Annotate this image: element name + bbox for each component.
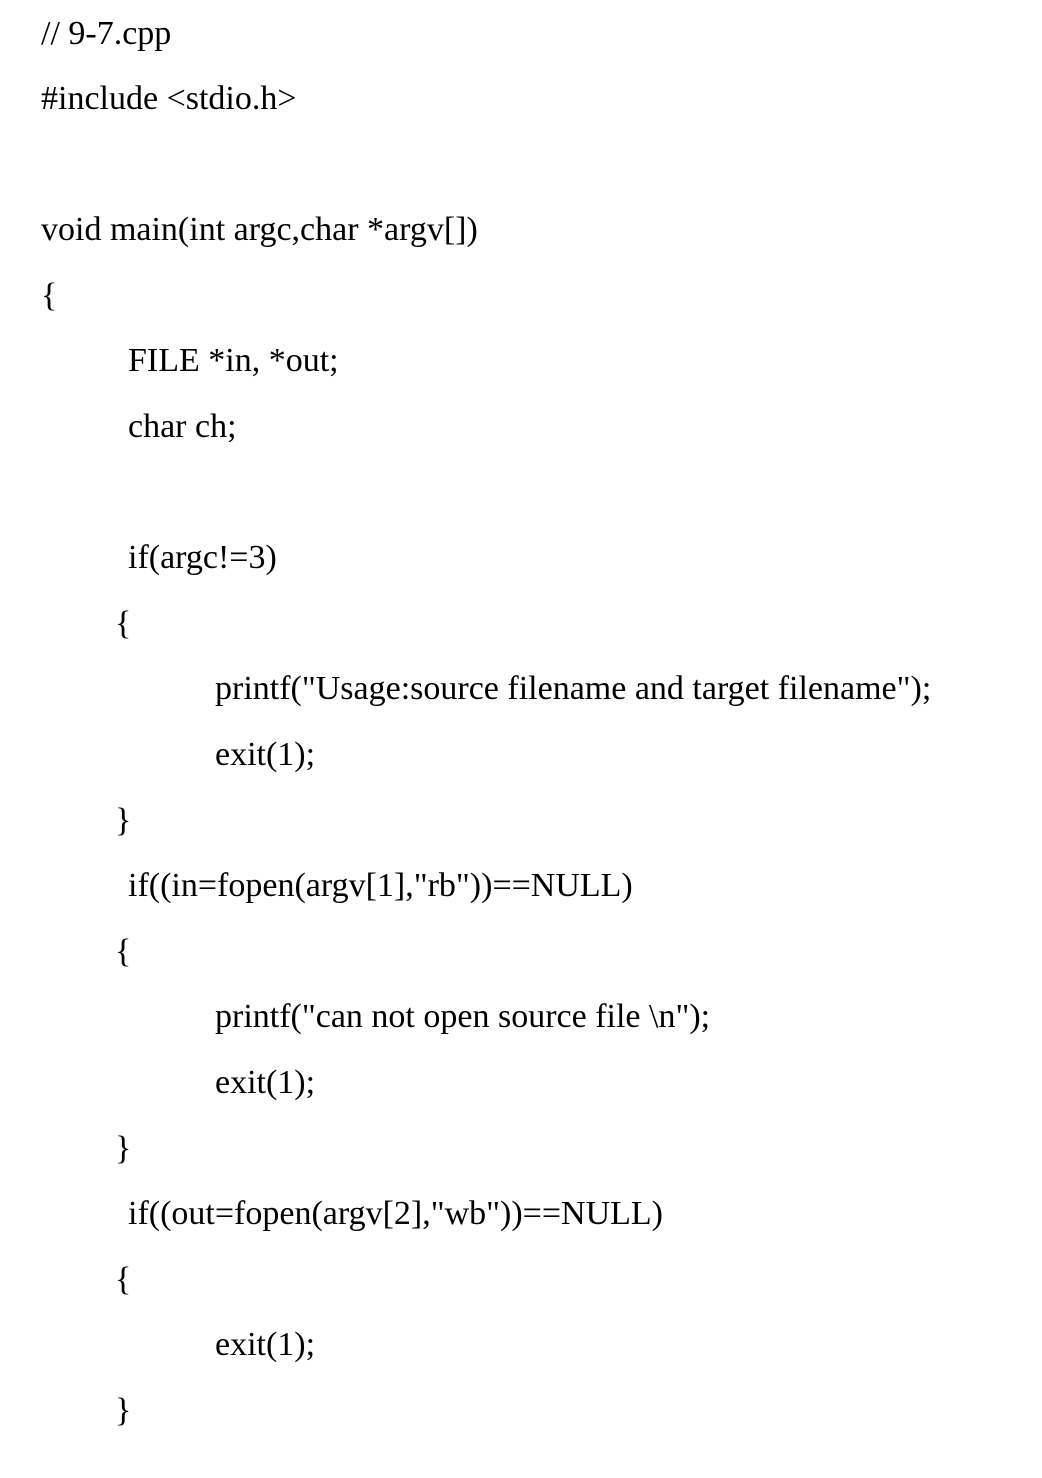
code-line: exit(1);	[215, 1326, 316, 1363]
code-line: void main(int argc,char *argv[])	[41, 211, 478, 248]
code-line: if(argc!=3)	[128, 539, 277, 576]
code-line: FILE *in, *out;	[128, 342, 339, 379]
code-line: printf("Usage:source filename and target…	[215, 670, 932, 707]
code-line: {	[115, 605, 132, 642]
code-line: exit(1);	[215, 1064, 316, 1101]
code-line: if((out=fopen(argv[2],"wb"))==NULL)	[128, 1195, 663, 1232]
code-line: #include <stdio.h>	[41, 80, 297, 117]
code-line: }	[115, 1392, 132, 1429]
code-line: }	[115, 802, 132, 839]
code-line: exit(1);	[215, 736, 316, 773]
code-line: // 9-7.cpp	[41, 15, 172, 52]
code-line: printf("can not open source file \n");	[215, 998, 711, 1035]
code-line: {	[41, 277, 58, 314]
code-line: }	[115, 1130, 132, 1167]
code-line: char ch;	[128, 408, 237, 445]
code-line: if((in=fopen(argv[1],"rb"))==NULL)	[128, 867, 633, 904]
code-line: {	[115, 933, 132, 970]
code-line: {	[115, 1261, 132, 1298]
